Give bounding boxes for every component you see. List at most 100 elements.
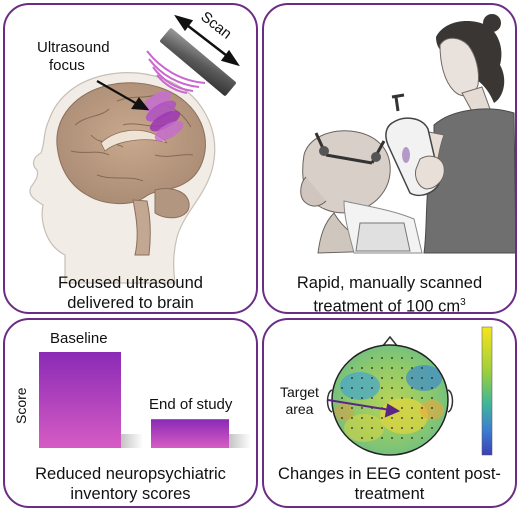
electrode-dot <box>401 357 403 359</box>
electrode-dot <box>371 397 373 399</box>
electrode-dot <box>341 417 343 419</box>
caption-focused: Focused ultrasound delivered to brain <box>5 273 256 312</box>
left-ear <box>326 389 333 413</box>
bar-shadow-baseline <box>121 434 143 448</box>
electrode-dot <box>391 427 393 429</box>
bar-shadow-end <box>229 434 251 448</box>
electrode-dot <box>431 397 433 399</box>
electrode-dot <box>411 417 413 419</box>
electrode-dot <box>341 387 343 389</box>
electrode-dot <box>411 367 413 369</box>
caption-eeg-line1: Changes in EEG content post- <box>278 465 501 483</box>
electrode-dot <box>371 427 373 429</box>
caption-eeg-line2: treatment <box>354 485 425 503</box>
caption-scores-line2: inventory scores <box>70 485 191 503</box>
electrode-dot <box>351 367 353 369</box>
focus-pointer-arrow <box>96 80 150 111</box>
head-illustration <box>29 14 240 284</box>
panel-score-chart: Score Baseline End of study Reduced neur… <box>3 318 258 508</box>
electrode-dot <box>401 437 403 439</box>
colorbar <box>481 326 493 456</box>
electrode-dot <box>391 397 393 399</box>
transducer-bar <box>160 28 236 96</box>
caption-scores: Reduced neuropsychiatric inventory score… <box>5 464 256 504</box>
electrode-dot <box>401 427 403 429</box>
electrode-dot <box>381 397 383 399</box>
target-label-line1: Target <box>280 384 319 400</box>
target-area-label: Target area <box>280 384 319 418</box>
electrode-dot <box>371 437 373 439</box>
clinician-illustration <box>300 14 515 254</box>
caption-focused-line2: delivered to brain <box>67 294 194 312</box>
score-bar-chart <box>39 352 251 448</box>
score-axis-label: Score <box>13 387 29 424</box>
caption-focused-line1: Focused ultrasound <box>58 274 203 292</box>
electrode-dot <box>391 437 393 439</box>
electrode-dot <box>431 417 433 419</box>
electrode-dot <box>341 397 343 399</box>
electrode-dot <box>381 357 383 359</box>
focus-label-line2: focus <box>49 57 85 74</box>
electrode-dot <box>401 377 403 379</box>
bar-end-of-study <box>151 419 229 448</box>
scan-arrow <box>174 14 240 67</box>
electrode-dot <box>411 397 413 399</box>
electrode-dot <box>401 417 403 419</box>
electrode-dot <box>421 367 423 369</box>
focus-label-line1: Ultrasound <box>37 39 110 56</box>
electrode-dot <box>431 407 433 409</box>
electrode-dot <box>361 387 363 389</box>
electrode-dot <box>371 367 373 369</box>
panel-eeg: Target area Changes in EEG content post-… <box>262 318 517 508</box>
electrode-dot <box>421 377 423 379</box>
caption-rapid-superscript: 3 <box>460 297 466 308</box>
baseline-label: Baseline <box>50 330 108 347</box>
electrode-dot <box>421 397 423 399</box>
caption-scores-line1: Reduced neuropsychiatric <box>35 465 226 483</box>
eeg-map <box>332 345 448 455</box>
eeg-topography <box>326 326 493 456</box>
electrode-dot <box>391 387 393 389</box>
electrode-dot <box>351 407 353 409</box>
electrode-dot <box>361 407 363 409</box>
ultrasound-focus-ellipses <box>142 90 184 142</box>
caption-rapid-line2: treatment of 100 cm3 <box>264 293 515 312</box>
electrode-dot <box>391 417 393 419</box>
electrode-dot <box>371 357 373 359</box>
electrode-dot <box>351 417 353 419</box>
electrode-dot <box>421 437 423 439</box>
electrode-dot <box>381 427 383 429</box>
electrode-dot <box>391 367 393 369</box>
electrode-dot <box>391 357 393 359</box>
electrode-dot <box>411 357 413 359</box>
caption-rapid: Rapid, manually scanned treatment of 100… <box>264 273 515 312</box>
electrode-dot <box>421 407 423 409</box>
electrode-dot <box>371 417 373 419</box>
electrode-dot <box>401 387 403 389</box>
electrode-dot <box>391 377 393 379</box>
electrode-dot <box>381 377 383 379</box>
electrode-dot <box>371 387 373 389</box>
electrode-dot <box>371 377 373 379</box>
electrode-dot <box>381 417 383 419</box>
panel-rapid-scan: Rapid, manually scanned treatment of 100… <box>262 3 517 314</box>
electrode-dot <box>401 407 403 409</box>
electrode-dot <box>411 437 413 439</box>
electrode-dot <box>361 417 363 419</box>
end-of-study-label: End of study <box>149 396 233 413</box>
electrode-dot <box>351 387 353 389</box>
electrode-dot <box>351 427 353 429</box>
electrode-dot <box>401 397 403 399</box>
electrode-dot <box>411 387 413 389</box>
electrode-dot <box>381 387 383 389</box>
electrode-dot <box>351 377 353 379</box>
electrode-dot <box>361 367 363 369</box>
electrode-dot <box>381 437 383 439</box>
electrode-dot <box>421 427 423 429</box>
ultrasound-focus-label: Ultrasound focus <box>37 39 110 75</box>
electrode-dot <box>361 427 363 429</box>
ultrasound-waves <box>146 50 206 94</box>
caption-rapid-line1: Rapid, manually scanned <box>296 274 483 292</box>
nose <box>381 335 399 348</box>
electrode-dot <box>431 427 433 429</box>
